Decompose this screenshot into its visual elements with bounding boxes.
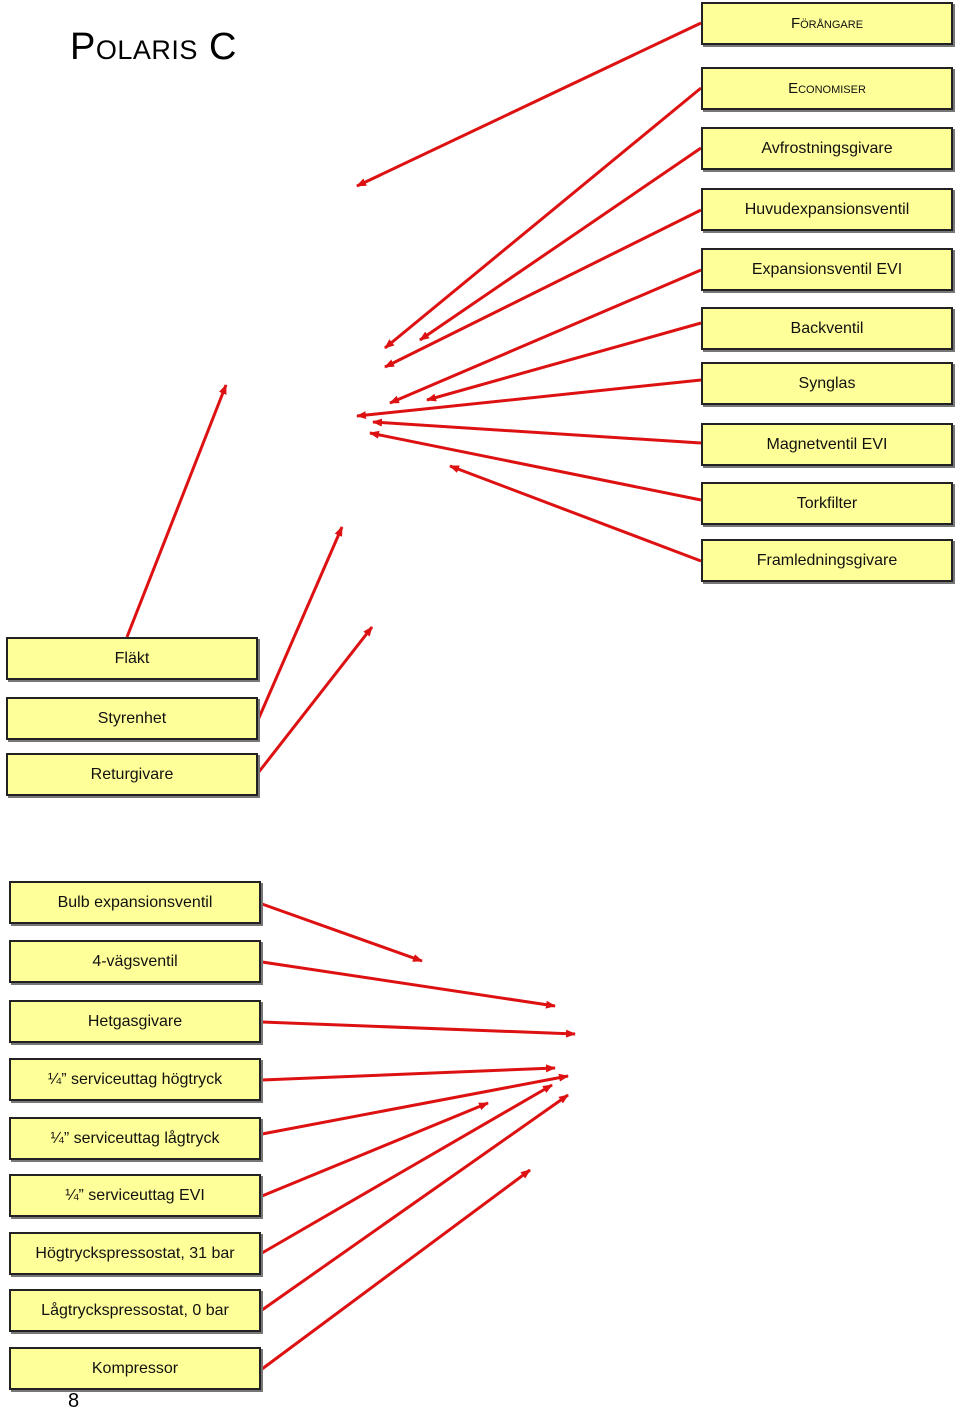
label-lagtryckspressostat: Lågtryckspressostat, 0 bar (9, 1289, 261, 1332)
arrow-synglas (356, 378, 702, 420)
label-bulb-expansionsventil: Bulb expansionsventil (9, 881, 261, 924)
arrow-service-evi (261, 1101, 489, 1198)
arrow-torkfilter (369, 430, 702, 502)
arrow-huvudexpansionsventil (384, 208, 702, 369)
label-huvudexpansionsventil: Huvudexpansionsventil (701, 188, 953, 231)
label-hogtryckspressostat: Högtryckspressostat, 31 bar (9, 1232, 261, 1275)
arrow-backventil (426, 321, 702, 402)
arrow-service-hog (261, 1064, 556, 1082)
label-economiser: Economiser (701, 67, 953, 110)
label-returgivare: Returgivare (6, 753, 258, 796)
arrow-fyravag (261, 960, 556, 1009)
label-torkfilter: Torkfilter (701, 482, 953, 525)
arrow-forangare (356, 21, 702, 188)
label-synglas: Synglas (701, 362, 953, 405)
label-serviceuttag-lagtryck: ¼” serviceuttag lågtryck (9, 1117, 261, 1160)
arrow-hogtryck (261, 1083, 553, 1255)
arrow-economiser (384, 86, 702, 350)
label-avfrostningsgivare: Avfrostningsgivare (701, 127, 953, 170)
page-number: 8 (68, 1390, 80, 1412)
label-forangare: Förångare (701, 2, 953, 45)
arrow-kompressor (261, 1168, 531, 1371)
label-magnetventil-evi: Magnetventil EVI (701, 423, 953, 466)
arrow-flakt (125, 384, 228, 638)
arrow-bulb (261, 902, 423, 963)
arrow-returgivare (256, 626, 374, 774)
label-4-vagsventil: 4-vägsventil (9, 940, 261, 983)
arrow-service-lag (261, 1073, 569, 1136)
page-title: Polaris C (70, 26, 237, 68)
label-serviceuttag-evi: ¼” serviceuttag EVI (9, 1174, 261, 1217)
arrow-lagtryck (261, 1093, 569, 1312)
label-hetgasgivare: Hetgasgivare (9, 1000, 261, 1043)
arrow-expansionsventil-evi (389, 268, 702, 405)
label-styrenhet: Styrenhet (6, 697, 258, 740)
label-kompressor: Kompressor (9, 1347, 261, 1390)
label-framledningsgivare: Framledningsgivare (701, 539, 953, 582)
arrow-avfrostningsgivare (419, 146, 702, 342)
label-backventil: Backventil (701, 307, 953, 350)
arrow-hetgas (261, 1020, 576, 1038)
label-flakt: Fläkt (6, 637, 258, 680)
arrow-magnetventil-evi (372, 418, 702, 445)
arrow-framledningsgivare (449, 464, 702, 563)
arrow-styrenhet (256, 526, 344, 721)
label-serviceuttag-hogtryck: ¼” serviceuttag högtryck (9, 1058, 261, 1101)
label-expansionsventil-evi: Expansionsventil EVI (701, 248, 953, 291)
